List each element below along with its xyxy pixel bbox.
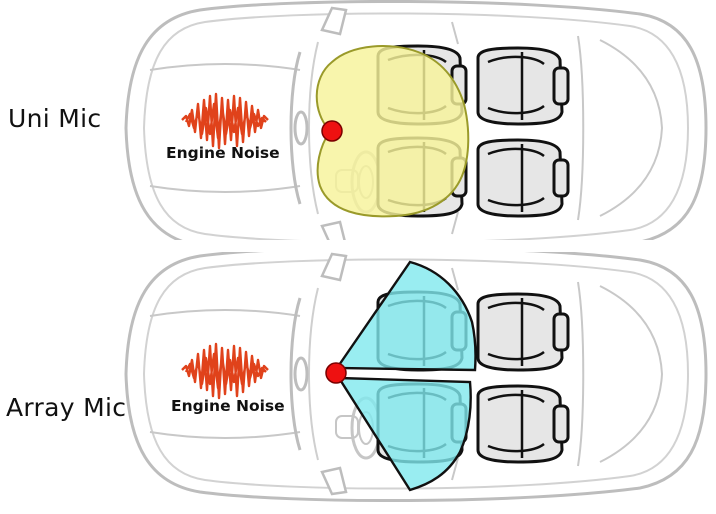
microphone-dot-icon — [325, 362, 347, 384]
array-beam-pattern — [334, 260, 477, 492]
row-label-uni-mic: Uni Mic — [8, 104, 102, 133]
microphone-dot-icon — [321, 120, 343, 142]
row-label-array-mic: Array Mic — [6, 393, 127, 422]
sound-wave-icon — [180, 92, 270, 150]
sound-wave-icon — [180, 342, 270, 400]
cardioid-pickup-pattern — [315, 45, 470, 218]
engine-noise-label: Engine Noise — [171, 397, 285, 415]
engine-noise-label: Engine Noise — [166, 144, 280, 162]
